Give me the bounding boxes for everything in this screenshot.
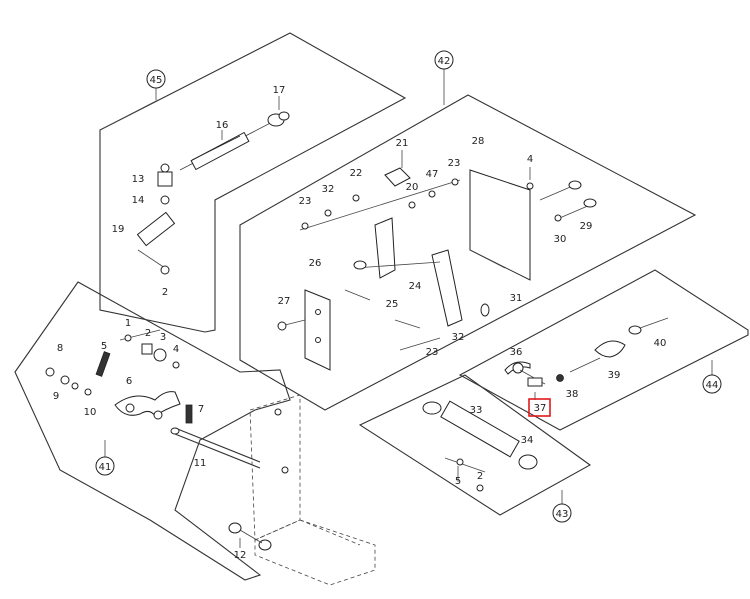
callout-14: 14 (132, 195, 145, 206)
callout-24: 24 (409, 281, 422, 292)
assembly-41 (45, 329, 376, 586)
group-45-text: 45 (150, 75, 163, 86)
group-label-42: 42 (434, 50, 454, 70)
callout-2-b: 2 (145, 328, 151, 339)
callout-9: 9 (53, 391, 59, 402)
callout-32-a: 32 (322, 184, 335, 195)
group-label-43: 43 (552, 503, 572, 523)
callouts: 17 16 13 14 19 2 21 28 4 22 20 47 23 32 … (53, 85, 667, 561)
callout-38: 38 (566, 389, 579, 400)
group-41-text: 41 (99, 462, 112, 473)
group-42-text: 42 (438, 56, 451, 67)
panel-43 (358, 374, 592, 516)
group-label-44: 44 (702, 374, 722, 394)
group-43-text: 43 (556, 509, 569, 520)
callout-31: 31 (510, 293, 523, 304)
callout-11: 11 (194, 458, 207, 469)
callout-22: 22 (350, 168, 363, 179)
callout-1: 1 (125, 318, 131, 329)
callout-25: 25 (386, 299, 399, 310)
callout-6: 6 (126, 376, 132, 387)
assembly-45 (136, 96, 290, 275)
callout-20: 20 (406, 182, 419, 193)
callout-33: 33 (470, 405, 483, 416)
callout-47: 47 (426, 169, 439, 180)
callout-4-b: 4 (173, 344, 179, 355)
callout-16: 16 (216, 120, 229, 131)
callout-26: 26 (309, 258, 322, 269)
callout-5-a: 5 (101, 341, 107, 352)
callout-23-a: 23 (448, 158, 461, 169)
callout-30: 30 (554, 234, 567, 245)
callout-2-a: 2 (162, 287, 168, 298)
callout-19: 19 (112, 224, 125, 235)
callout-13: 13 (132, 174, 145, 185)
panel-42 (239, 94, 697, 411)
callout-32-b: 32 (452, 332, 465, 343)
assembly-42 (277, 150, 597, 371)
callout-28: 28 (472, 136, 485, 147)
callout-29: 29 (580, 221, 593, 232)
callout-10: 10 (84, 407, 97, 418)
callout-23-b: 23 (299, 196, 312, 207)
group-label-45: 45 (146, 69, 166, 89)
callout-39: 39 (608, 370, 621, 381)
callout-8: 8 (57, 343, 63, 354)
highlight-box-37 (528, 398, 551, 417)
callout-2-c: 2 (477, 471, 483, 482)
panel-45 (99, 32, 407, 333)
assembly-43 (422, 400, 538, 492)
callout-37: 37 (534, 403, 547, 414)
callout-21: 21 (396, 138, 409, 149)
panel-44 (458, 269, 749, 431)
assembly-44 (504, 317, 669, 400)
callout-27: 27 (278, 296, 291, 307)
callout-5-b: 5 (455, 476, 461, 487)
callout-12: 12 (234, 550, 247, 561)
callout-4-a: 4 (527, 154, 533, 165)
callout-40: 40 (654, 338, 667, 349)
callout-36: 36 (510, 347, 523, 358)
callout-17: 17 (273, 85, 286, 96)
callout-23-c: 23 (426, 347, 439, 358)
callout-34: 34 (521, 435, 534, 446)
callout-7: 7 (198, 404, 204, 415)
group-44-text: 44 (706, 380, 719, 391)
callout-3: 3 (160, 332, 166, 343)
panel-41 (14, 281, 291, 581)
group-label-41: 41 (95, 456, 115, 476)
